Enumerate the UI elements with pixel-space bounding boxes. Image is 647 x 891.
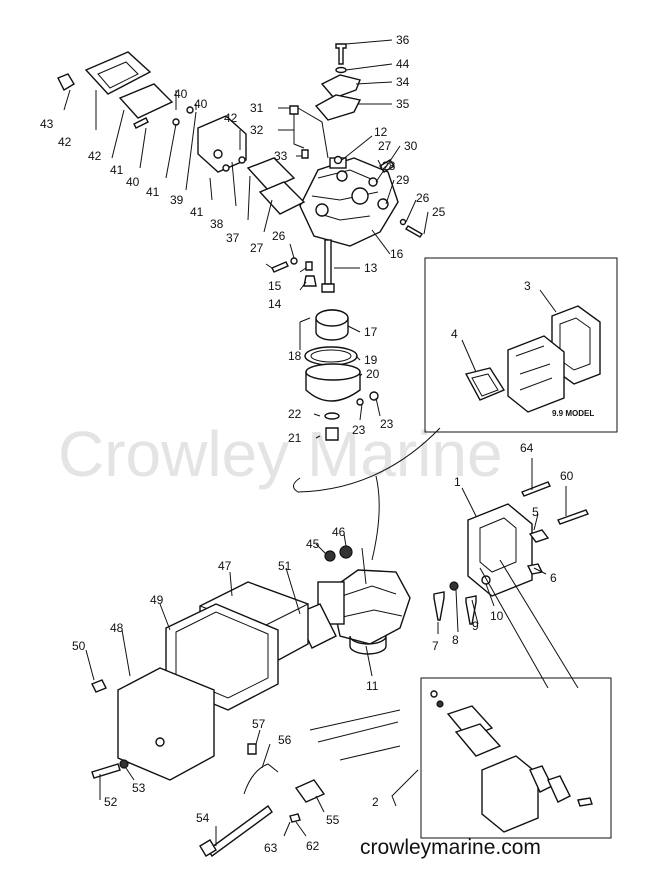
callout-29: 28 [382,159,396,173]
callout-57: 53 [132,781,146,795]
leader-lines-lower [85,458,567,846]
callout-59: 55 [326,813,340,827]
inset-9-9-model: 3 4 9.9 MODEL [424,257,618,433]
callout-49: 45 [306,537,320,551]
callout-61: 57 [252,717,266,731]
callout-64: 64 [520,441,534,455]
callout-44: 41 [110,163,124,177]
callout-20: 20 [366,367,380,381]
callout-56: 52 [104,795,118,809]
callout-16: 16 [390,247,404,261]
callout-36: 35 [396,97,410,111]
callout-46: 42 [58,135,72,149]
callout-41-top: 40 [174,87,188,101]
callout-12: 12 [374,125,388,139]
callout-28: 27 [378,139,392,153]
leader-lines-top [63,39,429,439]
callout-58: 54 [196,811,210,825]
callout-41-left: 41 [190,205,204,219]
callout-23: 23 [380,417,394,431]
callout-22: 22 [288,407,302,421]
callout-17: 17 [364,325,378,339]
callout-33: 32 [250,123,264,137]
callout-63: 63 [264,841,278,855]
callout-24: 23 [352,423,366,437]
callout-35: 34 [396,75,410,89]
callout-labels: 36 44 34 35 31 32 33 12 27 30 28 29 26 2… [40,33,574,855]
callout-14: 14 [268,297,282,311]
callout-15: 15 [268,279,282,293]
callout-25: 25 [432,205,446,219]
callout-50: 46 [332,525,346,539]
callout-48: 44 [396,57,410,71]
callout-5: 5 [532,505,539,519]
callout-7: 7 [432,639,439,653]
callout-18: 18 [288,349,302,363]
inset-model-label: 9.9 MODEL [552,409,594,418]
callout-47: 43 [40,117,54,131]
callout-9: 9 [472,619,479,633]
assembly-pointer-line [293,427,441,493]
callout-13: 13 [364,261,378,275]
callout-11: 11 [366,679,379,693]
intake-assembly [91,481,589,857]
callout-3: 3 [524,279,531,293]
callout-54: 50 [72,639,86,653]
callout-34: 33 [274,149,288,163]
callout-45: 42 [88,149,102,163]
callout-62: 62 [306,839,320,853]
callout-31: 30 [404,139,418,153]
footer-url[interactable]: crowleymarine.com [360,836,541,859]
callout-4: 4 [451,327,458,341]
callout-65: 60 [560,469,574,483]
callout-40-left: 39 [170,193,184,207]
callout-38: 37 [226,231,240,245]
callout-6: 6 [550,571,557,585]
inset-reed-valve [420,559,612,839]
callout-1: 1 [454,475,461,489]
callout-42-left: 40 [126,175,140,189]
carburetor-assembly [271,43,423,441]
callout-10: 10 [490,609,504,623]
callout-40-top: 40 [194,97,208,111]
callout-21: 21 [288,431,302,445]
callout-32: 31 [250,101,264,115]
callout-53: 49 [150,593,164,607]
callout-8: 8 [452,633,459,647]
callout-2: 2 [372,795,379,809]
fuel-pump-parts [57,51,306,215]
callout-42-top: 42 [224,111,238,125]
callout-27: 27 [250,241,264,255]
callout-39: 38 [210,217,224,231]
callout-26-left: 26 [272,229,286,243]
callout-60: 56 [278,733,292,747]
callout-55: 51 [278,559,292,573]
callout-37: 36 [396,33,410,47]
callout-19: 19 [364,353,378,367]
callout-51: 47 [218,559,232,573]
callout-30: 29 [396,173,410,187]
callout-43: 41 [146,185,160,199]
callout-52: 48 [110,621,124,635]
callout-26-right: 26 [416,191,430,205]
watermark-text: Crowley Marine [58,418,503,490]
